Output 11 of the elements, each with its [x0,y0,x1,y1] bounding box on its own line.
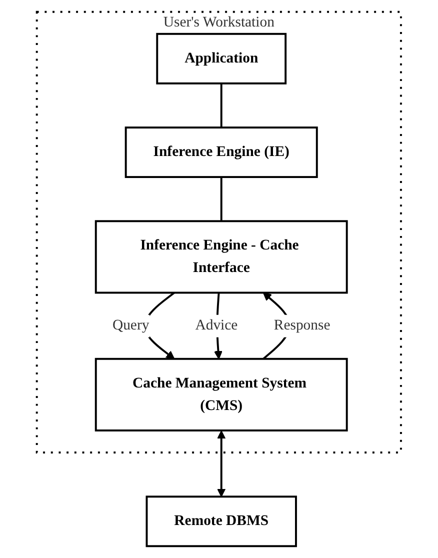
connector [220,83,222,128]
node-box: Cache Management System (CMS) [94,358,348,432]
node-box: Remote DBMS [146,496,298,548]
edge-label: Query [112,318,150,334]
node-box: Inference Engine - Cache Interface [94,220,348,294]
connector [220,177,222,222]
arrow [217,430,226,498]
node-box: Inference Engine (IE) [124,126,318,178]
edge-label: Response [274,318,330,334]
node-box: Application [156,32,287,84]
edge-label: Advice [195,318,238,334]
